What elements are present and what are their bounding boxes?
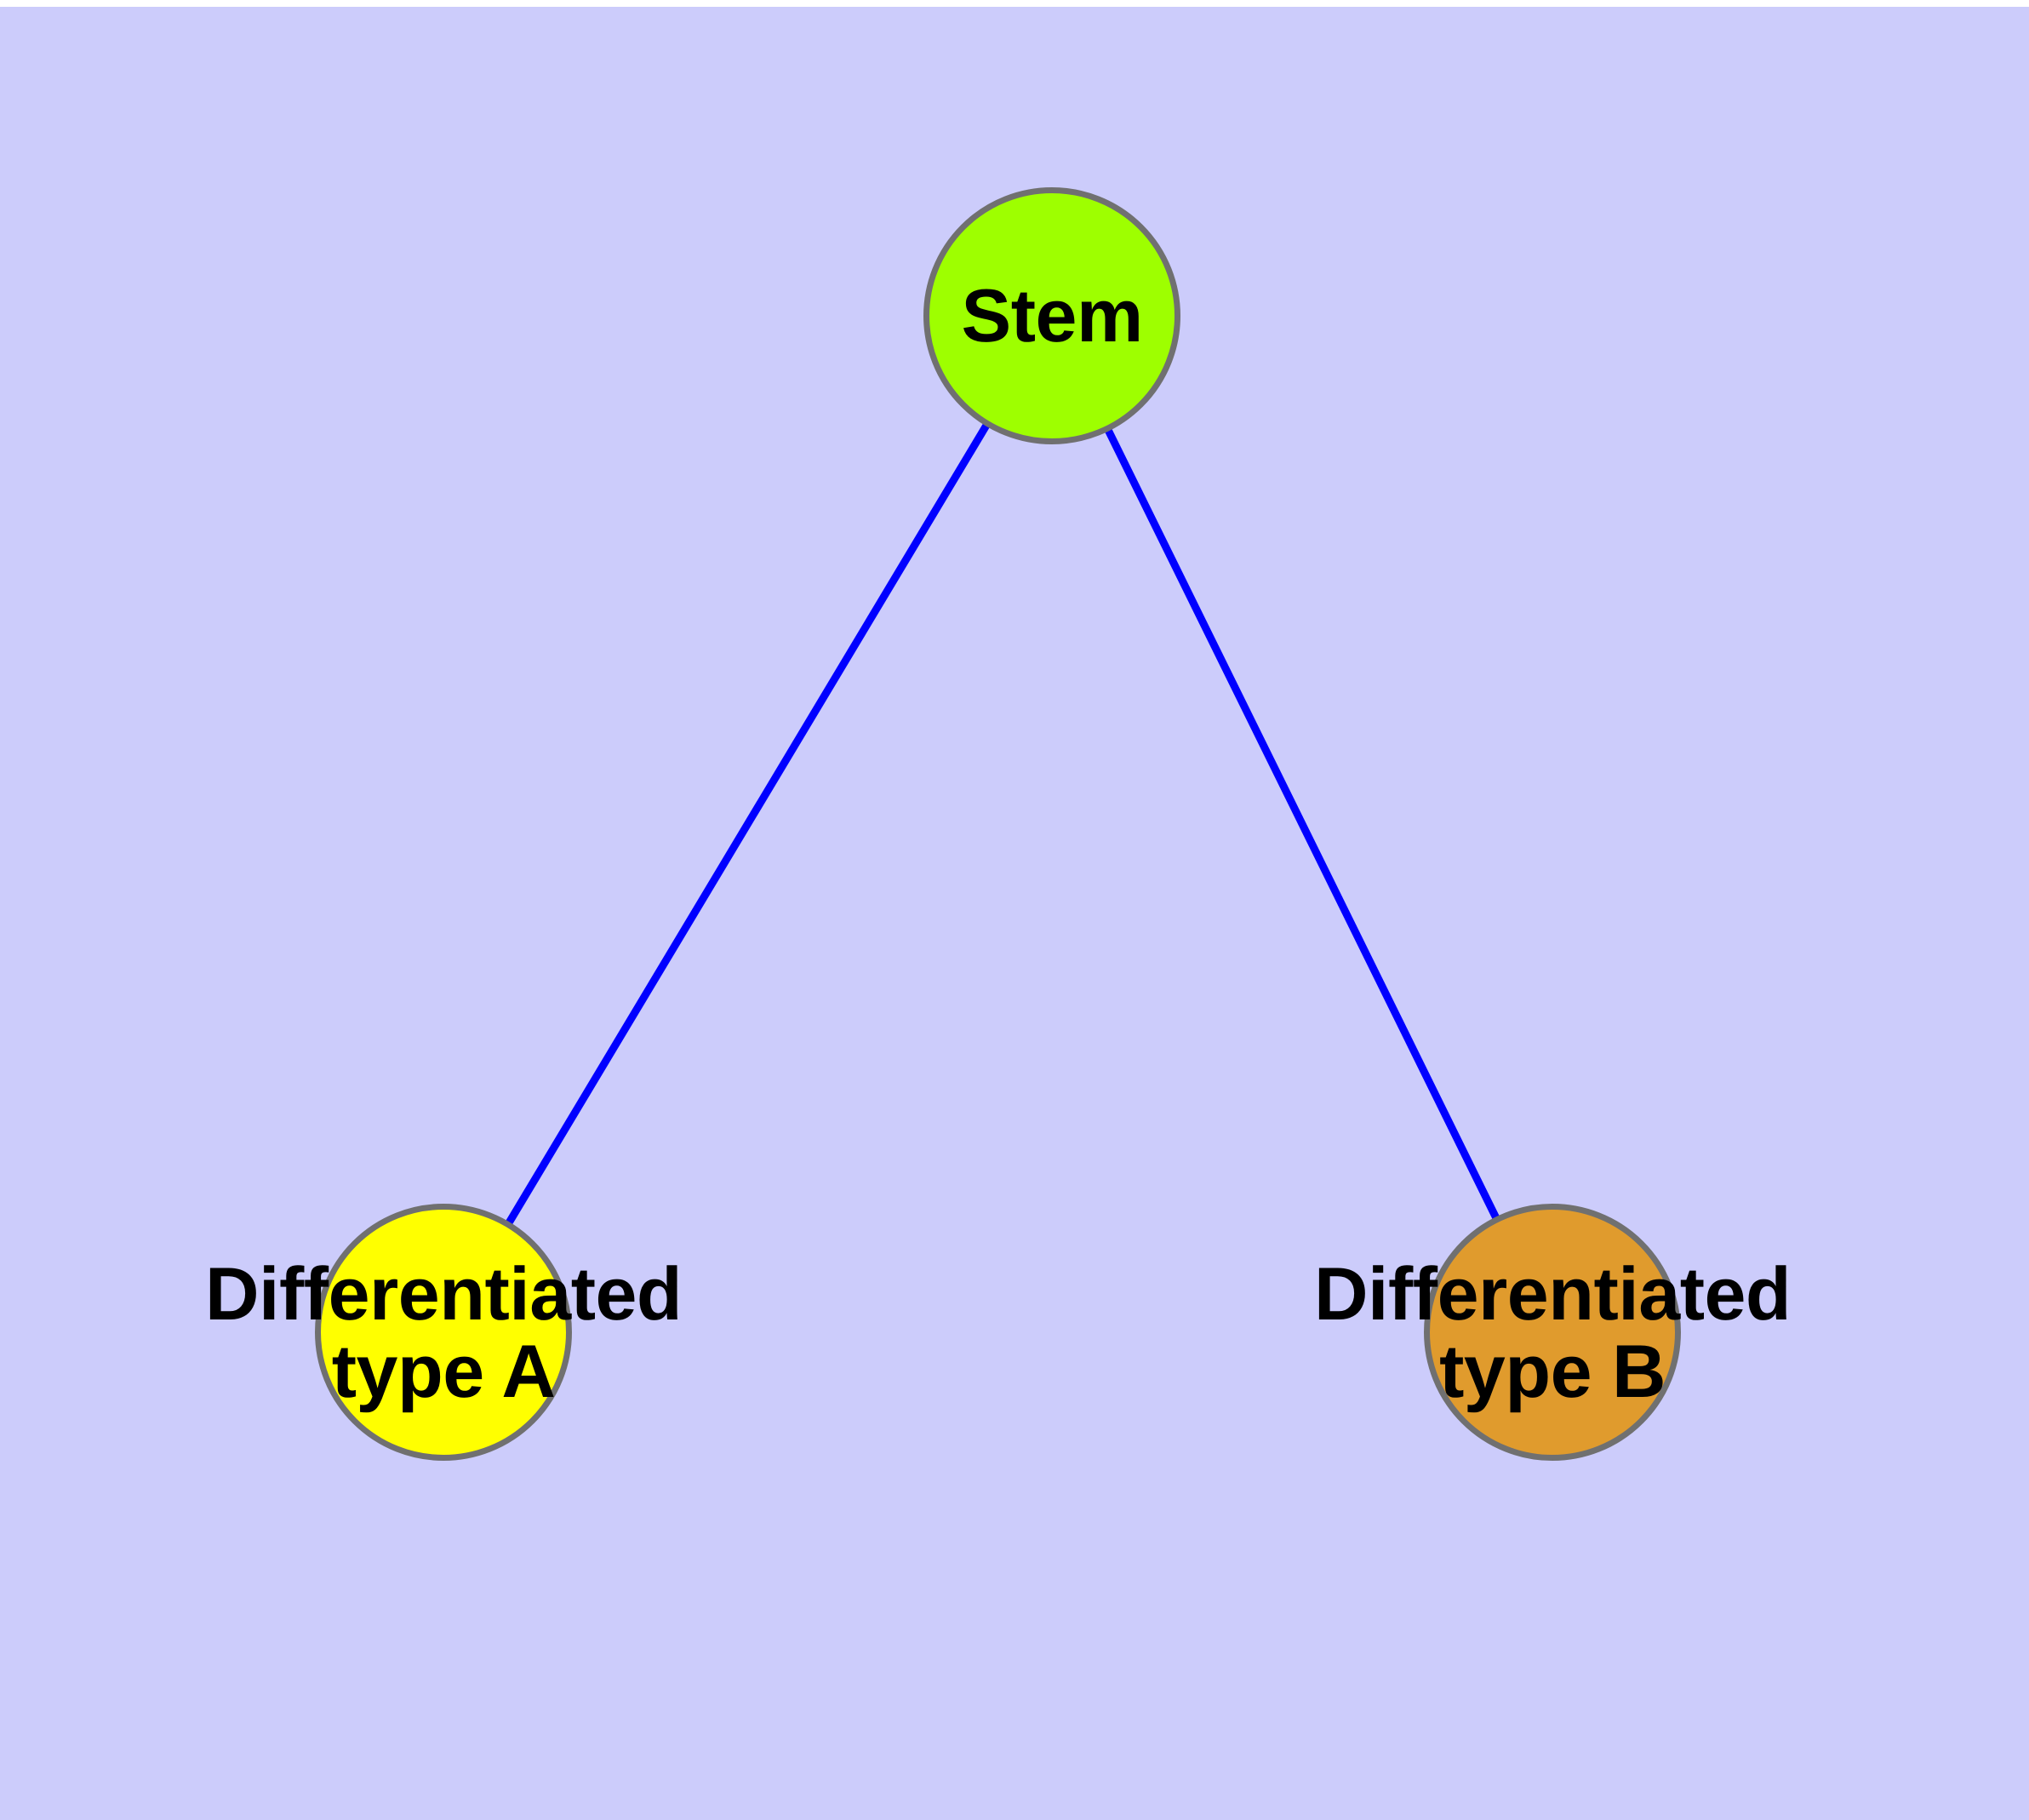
graph-node-stem[interactable] xyxy=(923,187,1180,444)
nodes-layer xyxy=(315,187,1681,1461)
graph-edge[interactable] xyxy=(501,416,994,1232)
graph-node-diff_a[interactable] xyxy=(315,1204,572,1461)
graph-node-diff_b[interactable] xyxy=(1424,1204,1681,1461)
edges-layer xyxy=(501,416,1503,1232)
graph-edge[interactable] xyxy=(1101,421,1503,1227)
